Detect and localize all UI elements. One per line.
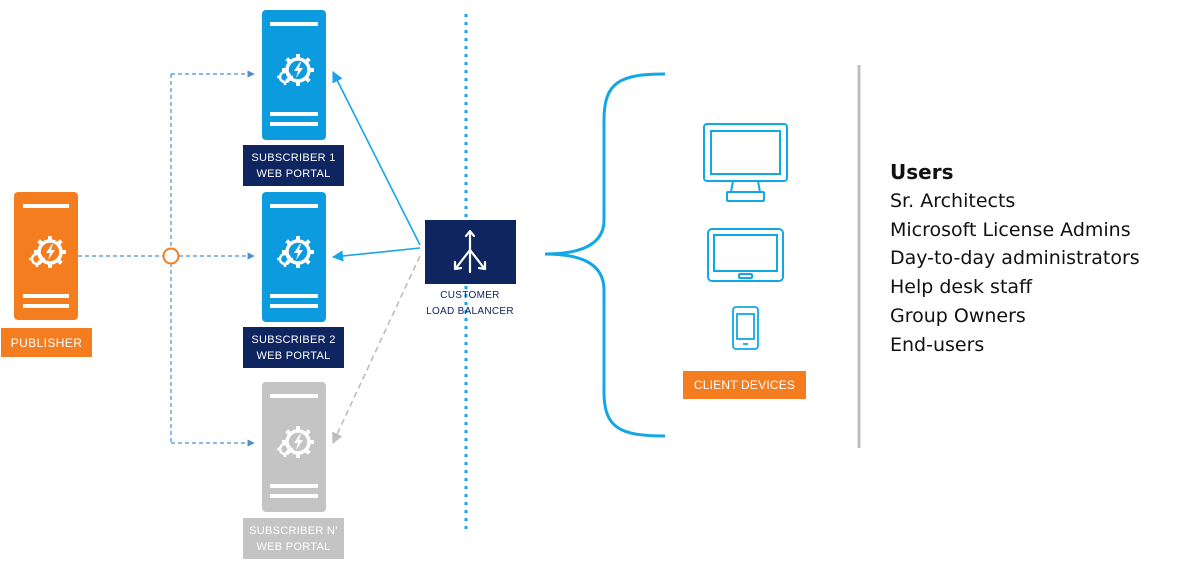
users-item-day-to-day-admins: Day-to-day administrators — [890, 247, 1140, 270]
users-item-sr-architects: Sr. Architects — [890, 189, 1016, 212]
users-heading: Users — [890, 160, 954, 184]
junction-node — [162, 247, 180, 265]
client-devices-label-text: CLIENT DEVICES — [693, 378, 796, 392]
users-item-end-users: End-users — [890, 333, 985, 356]
publisher-connectors — [78, 70, 255, 447]
load-balancer-caption-line2: LOAD BALANCER — [426, 306, 514, 317]
publisher-label: PUBLISHER — [1, 328, 92, 357]
subscriber-1-label: SUBSCRIBER 1 WEB PORTAL — [243, 145, 344, 186]
subscriber-1-server-icon — [262, 10, 326, 140]
subscriber-2-label-line2: WEB PORTAL — [256, 349, 331, 362]
users-item-group-owners: Group Owners — [890, 304, 1026, 327]
publisher-server-icon — [14, 192, 78, 320]
tablet-icon — [707, 228, 784, 282]
subscriber-n-label-line2: WEB PORTAL — [256, 540, 331, 553]
subscriber-2-label-line1: SUBSCRIBER 2 — [251, 333, 336, 346]
publisher-label-text: PUBLISHER — [10, 335, 83, 350]
users-item-license-admins: Microsoft License Admins — [890, 218, 1131, 241]
subscriber-n-server-icon — [262, 382, 326, 512]
subscriber-1-label-line1: SUBSCRIBER 1 — [251, 151, 336, 164]
subscriber-2-server-icon — [262, 192, 326, 322]
client-devices-label: CLIENT DEVICES — [683, 371, 806, 399]
arrow-to-subscriber-2 — [331, 247, 421, 262]
subscriber-1-label-line2: WEB PORTAL — [256, 167, 331, 180]
users-item-help-desk: Help desk staff — [890, 276, 1033, 299]
load-balancer-arrows — [331, 70, 421, 445]
subscriber-2-label: SUBSCRIBER 2 WEB PORTAL — [243, 327, 344, 368]
client-group-brace — [544, 72, 666, 438]
arrow-to-subscriber-1 — [332, 70, 421, 246]
monitor-icon — [703, 123, 788, 202]
arrow-to-subscriber-n — [332, 255, 421, 445]
users-list: Users Sr. Architects Microsoft License A… — [890, 158, 1140, 360]
load-balancer-caption-line1: CUSTOMER — [440, 290, 500, 301]
phone-icon — [732, 306, 759, 350]
load-balancer-caption: CUSTOMER LOAD BALANCER — [420, 288, 520, 320]
load-balancer-icon — [425, 220, 516, 284]
subscriber-n-label-line1: SUBSCRIBER N’ — [249, 524, 338, 537]
subscriber-n-label: SUBSCRIBER N’ WEB PORTAL — [243, 518, 344, 559]
